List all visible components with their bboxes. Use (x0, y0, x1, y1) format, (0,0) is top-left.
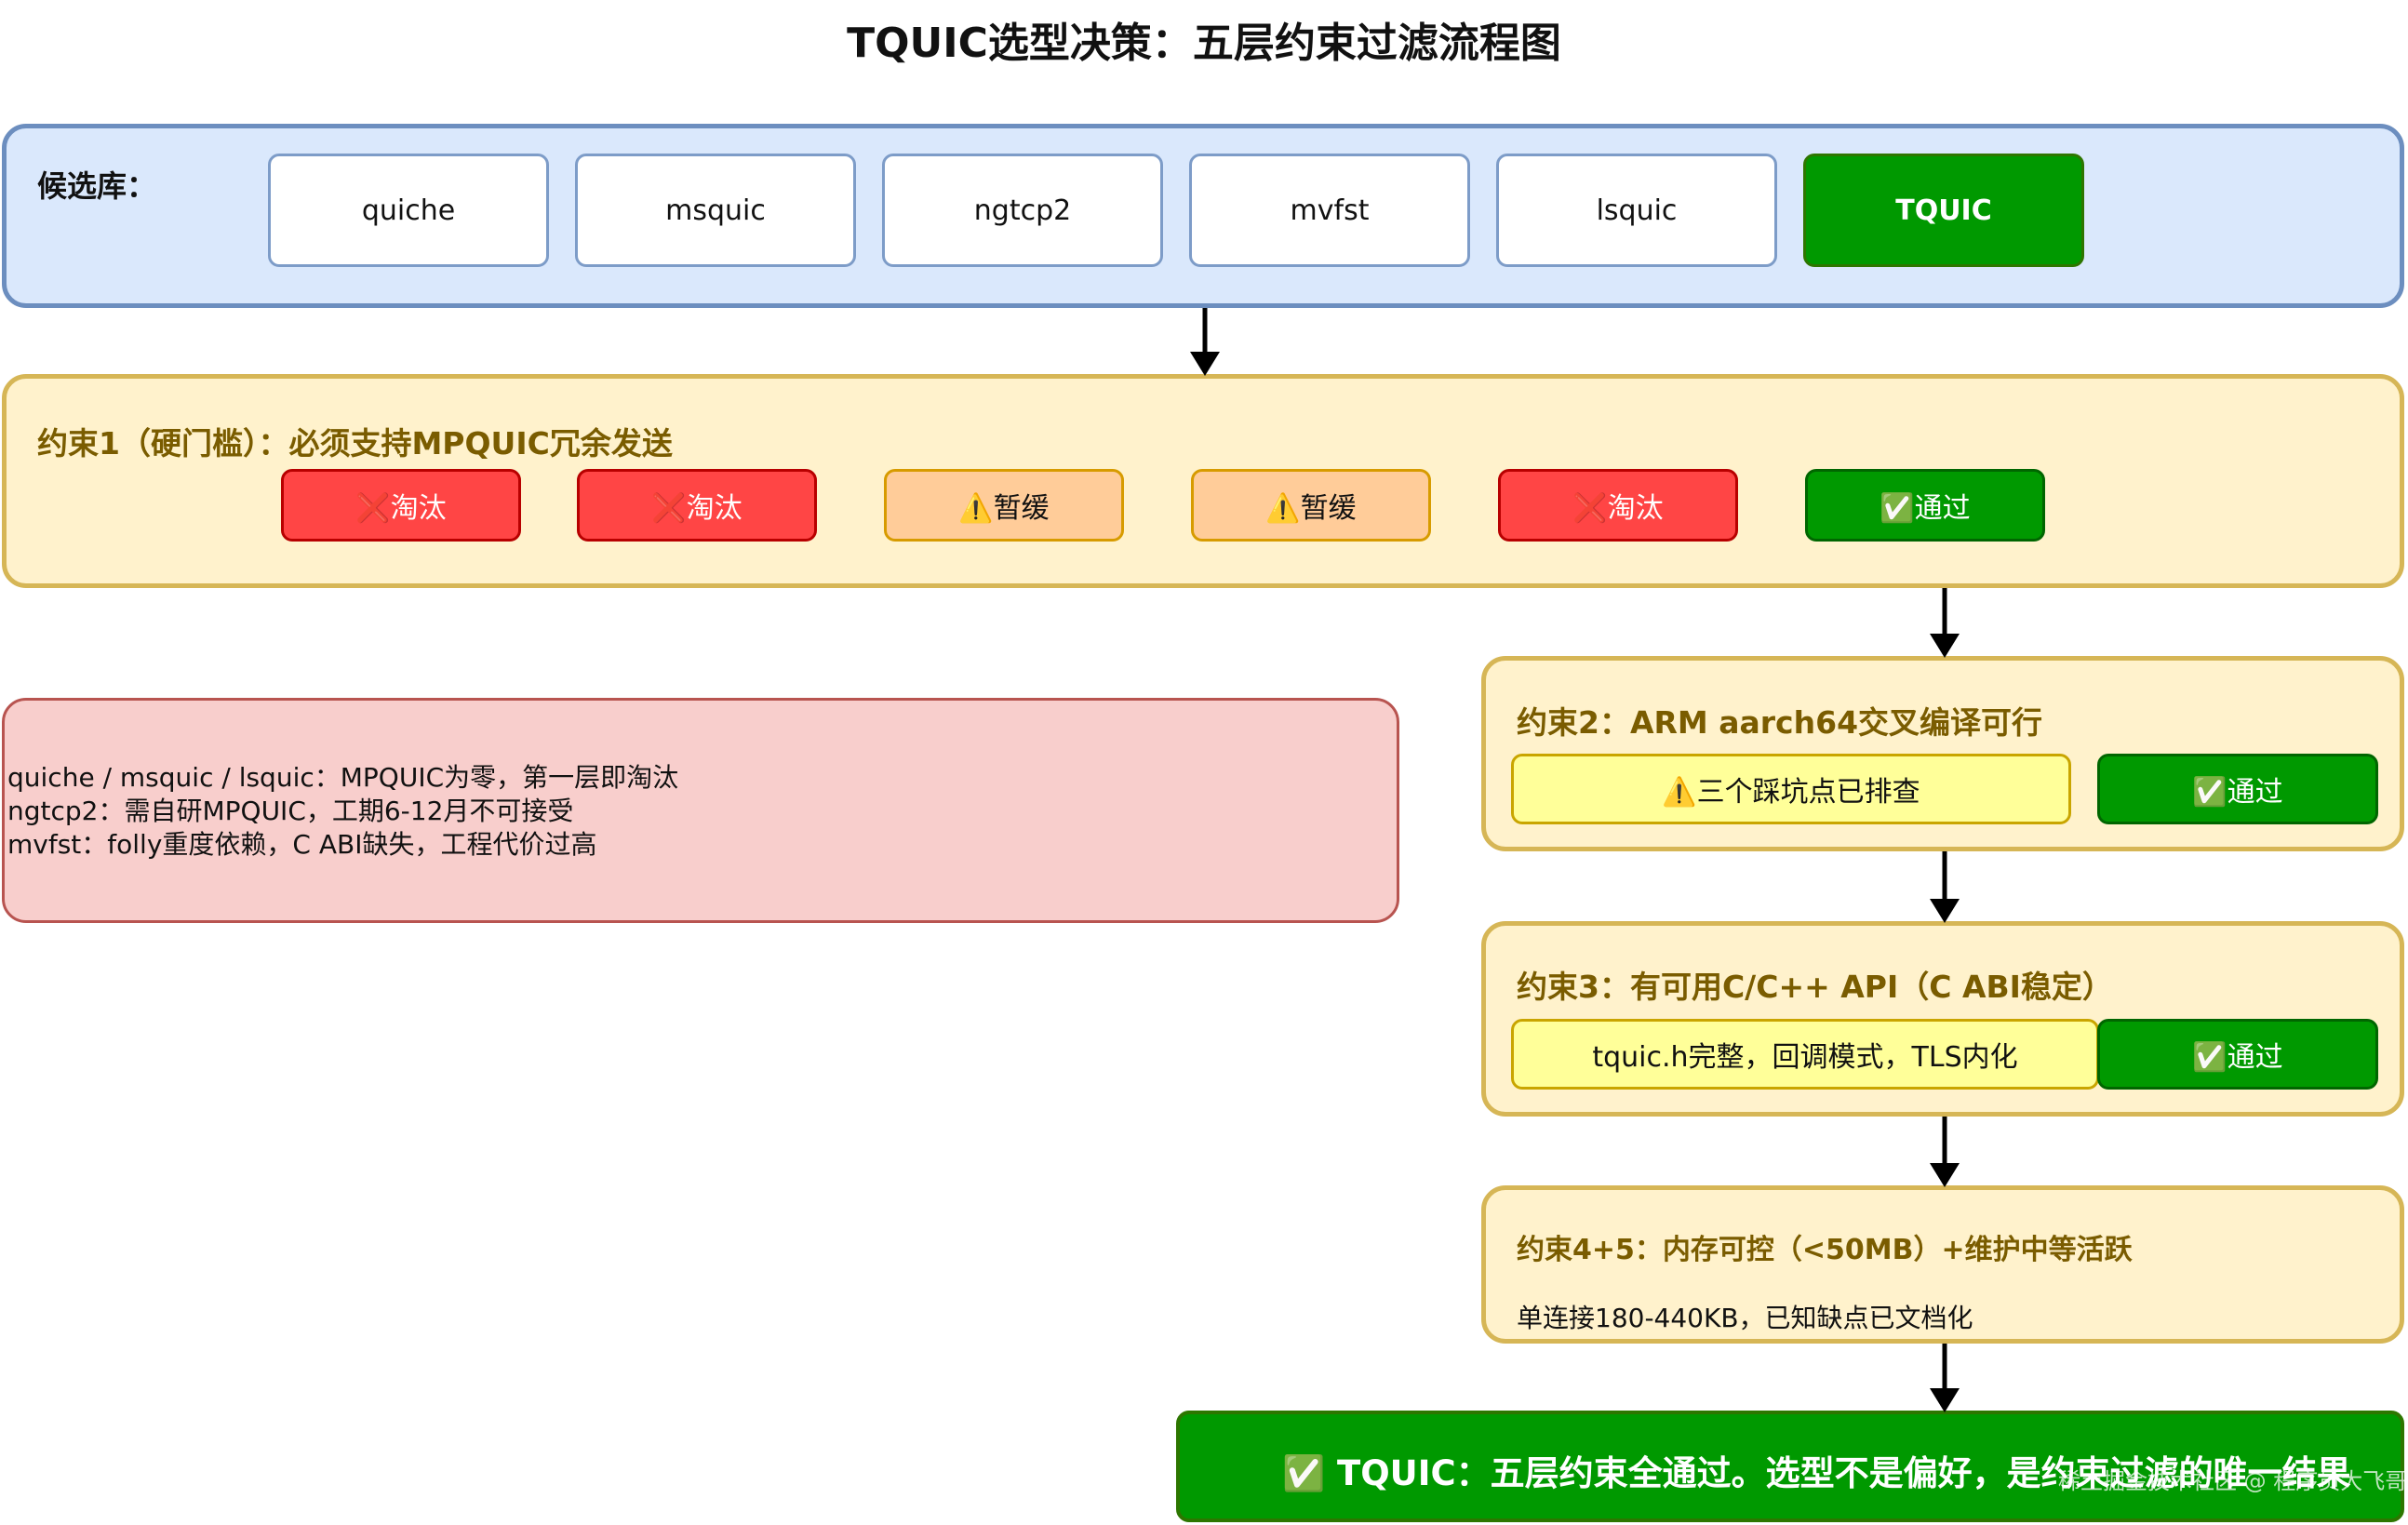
constraint3-detail: tquic.h完整，回调模式，TLS内化 (1511, 1019, 2099, 1090)
arrowhead-1 (1190, 352, 1220, 376)
eliminated-note-3: mvfst：folly重度依赖，C ABI缺失，工程代价过高 (7, 829, 597, 860)
arrowhead-2 (1930, 634, 1960, 658)
constraint2-detail: ⚠️三个踩坑点已排查 (1511, 754, 2071, 824)
candidate-tquic[interactable]: TQUIC (1803, 154, 2084, 267)
candidate-msquic[interactable]: msquic (575, 154, 856, 267)
arrowhead-4 (1930, 1163, 1960, 1187)
constraint1-status-tquic: ✅通过 (1805, 469, 2045, 542)
constraint45-detail: 单连接180-440KB，已知缺点已文档化 (1517, 1303, 1973, 1333)
final-result-panel (1176, 1411, 2404, 1522)
constraint3-status: ✅通过 (2097, 1019, 2378, 1090)
page-title: TQUIC选型决策：五层约束过滤流程图 (847, 20, 1561, 67)
constraint2-status: ✅通过 (2097, 754, 2378, 824)
candidate-mvfst[interactable]: mvfst (1189, 154, 1470, 267)
candidates-label: 候选库： (37, 168, 157, 204)
arrowhead-5 (1930, 1388, 1960, 1412)
constraint1-status-msquic: ❌淘汰 (577, 469, 817, 542)
constraint45-title: 约束4+5：内存可控（<50MB）+维护中等活跃 (1517, 1234, 2133, 1266)
eliminated-note-1: quiche / msquic / lsquic：MPQUIC为零，第一层即淘汰 (7, 762, 679, 793)
final-result-text: ✅ TQUIC：五层约束全通过。选型不是偏好，是约束过滤的唯一结果 (1282, 1453, 2351, 1493)
constraint1-status-mvfst: ⚠️暂缓 (1191, 469, 1431, 542)
constraint1-status-ngtcp2: ⚠️暂缓 (884, 469, 1124, 542)
candidate-quiche[interactable]: quiche (268, 154, 549, 267)
eliminated-note-2: ngtcp2：需自研MPQUIC，工期6-12月不可接受 (7, 796, 574, 826)
watermark: 稀土掘金技术社区 @ 程序员大飞哥 (2058, 1468, 2408, 1494)
constraint2-title: 约束2：ARM aarch64交叉编译可行 (1517, 704, 2043, 741)
constraint45-panel (1481, 1185, 2404, 1344)
constraint1-title: 约束1（硬门槛）：必须支持MPQUIC冗余发送 (37, 425, 673, 462)
arrowhead-3 (1930, 899, 1960, 923)
eliminated-notes-panel (2, 698, 1399, 923)
constraint3-title: 约束3：有可用C/C++ API（C ABI稳定） (1517, 969, 2113, 1005)
constraint1-status-quiche: ❌淘汰 (281, 469, 521, 542)
candidate-ngtcp2[interactable]: ngtcp2 (882, 154, 1163, 267)
candidate-lsquic[interactable]: lsquic (1496, 154, 1777, 267)
constraint1-status-lsquic: ❌淘汰 (1498, 469, 1738, 542)
